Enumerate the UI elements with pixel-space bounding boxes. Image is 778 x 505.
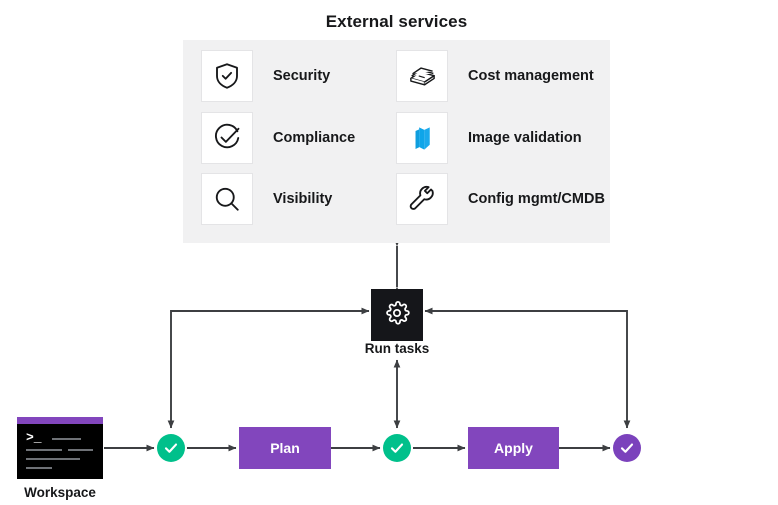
wrench-icon <box>396 173 448 225</box>
circle-check-icon <box>201 112 253 164</box>
terminal-code-line <box>52 438 81 440</box>
service-label: Compliance <box>273 130 356 146</box>
terminal-code-line <box>26 458 80 460</box>
wire-runtasks-left-loop <box>167 310 369 429</box>
service-label: Image validation <box>468 130 582 146</box>
plan-label: Plan <box>270 440 300 456</box>
terminal-code-line <box>68 449 93 451</box>
apply-label: Apply <box>494 440 533 456</box>
service-item-cost-management[interactable]: Cost management <box>396 50 594 102</box>
terminal-titlebar <box>17 417 103 424</box>
plan-node[interactable]: Plan <box>239 427 331 469</box>
gear-icon <box>383 299 411 332</box>
terminal-prompt: >_ <box>26 430 42 445</box>
wire-runtasks-right-loop <box>425 310 631 429</box>
service-label: Config mgmt/CMDB <box>468 191 605 207</box>
workspace-node[interactable]: >_ Workspace <box>17 417 103 500</box>
terminal-icon: >_ <box>17 417 103 479</box>
service-label: Security <box>273 68 331 84</box>
container-image-icon <box>396 112 448 164</box>
service-item-image-validation[interactable]: Image validation <box>396 112 582 164</box>
service-item-compliance[interactable]: Compliance <box>201 112 355 164</box>
run-tasks-node[interactable] <box>371 289 423 341</box>
check-icon <box>390 443 404 453</box>
check-icon <box>620 443 634 453</box>
terminal-code-line <box>26 467 52 469</box>
service-item-security[interactable]: Security <box>201 50 330 102</box>
magnifier-icon <box>201 173 253 225</box>
check-icon <box>164 443 178 453</box>
pre-plan-check-badge[interactable] <box>157 434 185 462</box>
post-plan-check-badge[interactable] <box>383 434 411 462</box>
post-apply-check-badge[interactable] <box>613 434 641 462</box>
service-label: Visibility <box>273 191 333 207</box>
money-stack-icon <box>396 50 448 102</box>
service-item-visibility[interactable]: Visibility <box>201 173 332 225</box>
service-label: Cost management <box>468 68 594 84</box>
run-tasks-label: Run tasks <box>364 341 430 356</box>
workspace-label: Workspace <box>24 485 96 500</box>
shield-check-icon <box>201 50 253 102</box>
apply-node[interactable]: Apply <box>468 427 559 469</box>
service-item-config-mgmt-cmdb[interactable]: Config mgmt/CMDB <box>396 173 605 225</box>
terminal-code-line <box>26 449 62 451</box>
page-title: External services <box>325 12 468 31</box>
